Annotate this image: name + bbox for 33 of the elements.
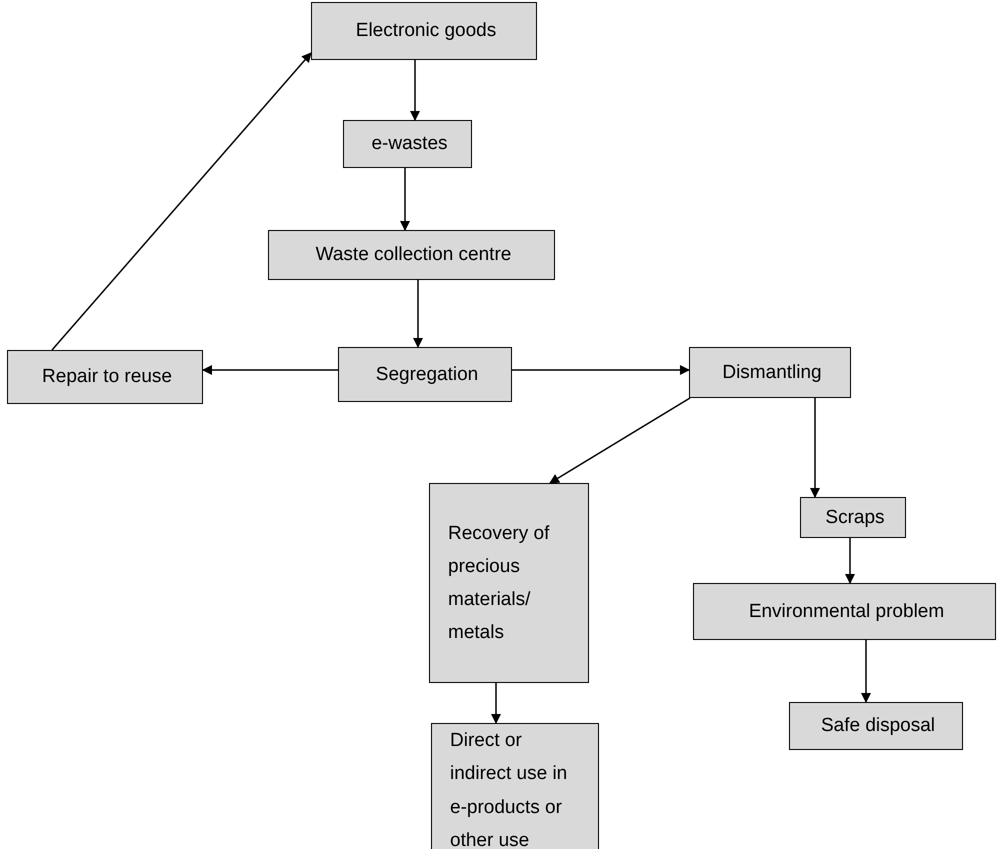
box-label: Recovery of precious materials/ metals bbox=[448, 522, 550, 646]
arrow bbox=[400, 168, 410, 231]
arrow bbox=[410, 60, 420, 121]
box-label: Waste collection centre bbox=[316, 243, 512, 268]
arrow bbox=[845, 538, 855, 584]
process-box bbox=[431, 723, 599, 849]
arrow bbox=[51, 52, 312, 350]
box-label: Repair to reuse bbox=[42, 365, 172, 390]
process-box bbox=[800, 497, 906, 538]
process-box bbox=[311, 2, 537, 60]
process-box bbox=[338, 347, 512, 402]
arrow bbox=[512, 365, 690, 375]
process-box bbox=[689, 347, 851, 398]
process-box bbox=[789, 702, 963, 750]
box-label: e-wastes bbox=[371, 132, 448, 156]
arrow bbox=[861, 640, 871, 703]
box-label: Scraps bbox=[825, 506, 885, 530]
process-box bbox=[268, 230, 555, 280]
box-label: Segregation bbox=[376, 362, 478, 387]
arrow bbox=[810, 398, 820, 498]
box-label: Safe disposal bbox=[820, 714, 936, 738]
arrow bbox=[491, 683, 501, 724]
arrow bbox=[202, 365, 338, 375]
process-box bbox=[429, 483, 589, 683]
process-box bbox=[343, 120, 472, 168]
box-label: Direct or indirect use in e-products or other use bbox=[450, 729, 568, 849]
process-box bbox=[7, 350, 203, 404]
arrow bbox=[549, 397, 690, 484]
box-label: Electronic goods bbox=[356, 19, 496, 44]
arrow bbox=[413, 280, 423, 348]
process-box bbox=[693, 583, 996, 640]
box-label: Environmental problem bbox=[748, 600, 944, 624]
box-label: Dismantling bbox=[722, 360, 822, 385]
